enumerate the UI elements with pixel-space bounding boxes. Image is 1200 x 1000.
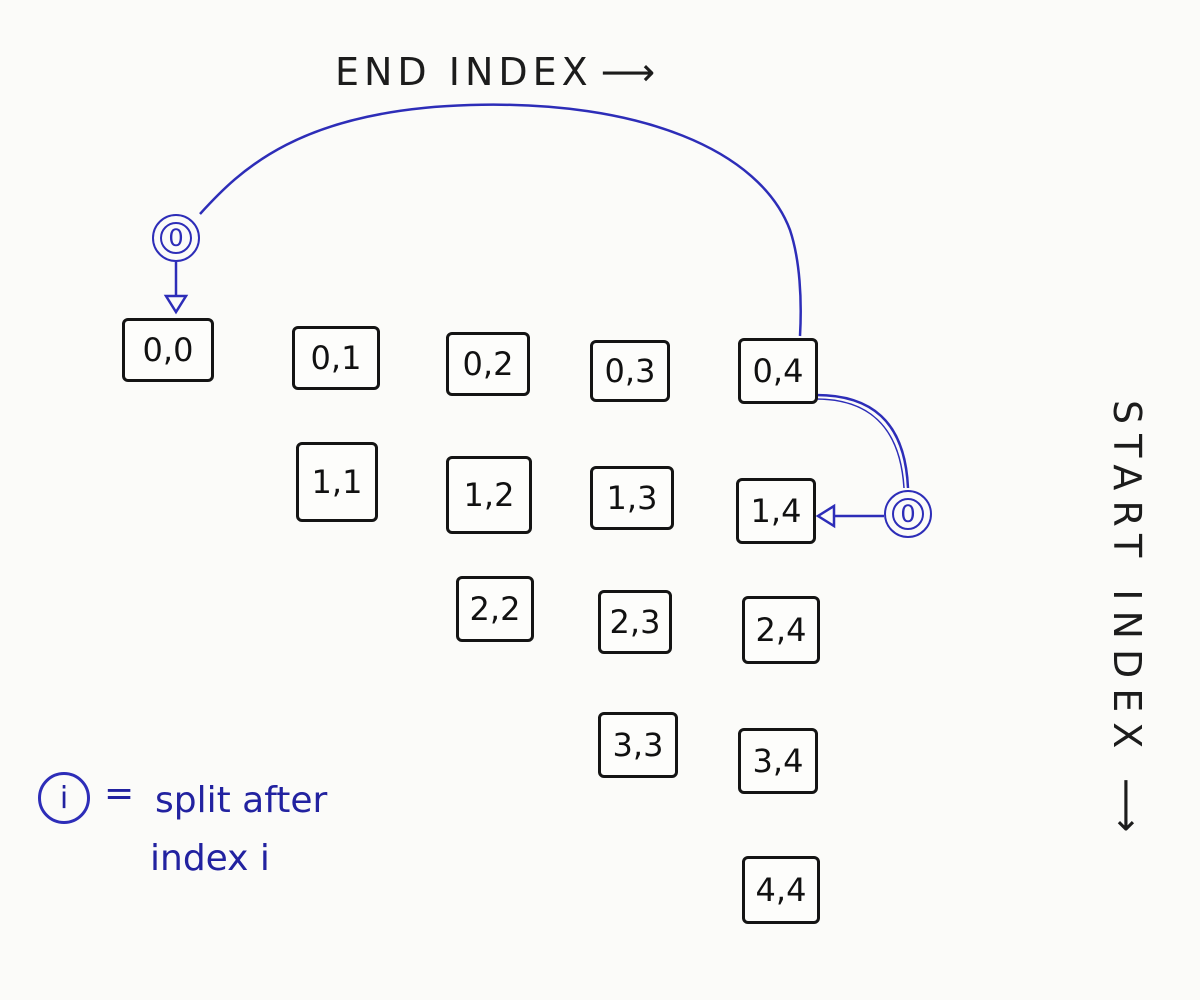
cell-2-3: 2,3 (598, 590, 672, 654)
start-index-text: START INDEX (1105, 400, 1149, 759)
legend-symbol-icon: i (38, 772, 90, 824)
legend-equals: = (104, 773, 135, 814)
cell-2-4: 2,4 (742, 596, 820, 664)
cell-0-0: 0,0 (122, 318, 214, 382)
legend-symbol-label: i (59, 780, 69, 816)
start-index-arrow-icon: ⟶ (1105, 778, 1149, 833)
cell-0-1: 0,1 (292, 326, 380, 390)
split-arc-short (815, 393, 910, 489)
split-arc-short-shadow (815, 398, 905, 489)
legend-text-line1: split after (155, 780, 328, 821)
cell-0-2: 0,2 (446, 332, 530, 396)
cell-1-2: 1,2 (446, 456, 532, 534)
cell-3-4: 3,4 (738, 728, 818, 794)
cell-1-4: 1,4 (736, 478, 816, 544)
split-node-right-label: 0 (900, 500, 916, 528)
split-node-top: 0 (152, 214, 200, 262)
cell-4-4: 4,4 (742, 856, 820, 924)
legend-text-line2: index i (150, 838, 270, 879)
cell-1-3: 1,3 (590, 466, 674, 530)
cell-0-3: 0,3 (590, 340, 670, 402)
end-index-arrow-icon: ⟶ (600, 50, 656, 94)
cell-2-2: 2,2 (456, 576, 534, 642)
split-node-right: 0 (884, 490, 932, 538)
cell-0-4: 0,4 (738, 338, 818, 404)
end-index-axis-label: END INDEX⟶ (335, 50, 655, 94)
split-node-top-label: 0 (168, 224, 184, 252)
split-arc-long (199, 103, 802, 337)
end-index-text: END INDEX (335, 50, 593, 94)
pointer-arrowhead-down (163, 294, 189, 315)
cell-1-1: 1,1 (296, 442, 378, 522)
start-index-axis-label: START INDEX ⟶ (1105, 400, 1149, 833)
cell-3-3: 3,3 (598, 712, 678, 778)
pointer-arrowhead-left (815, 503, 836, 529)
